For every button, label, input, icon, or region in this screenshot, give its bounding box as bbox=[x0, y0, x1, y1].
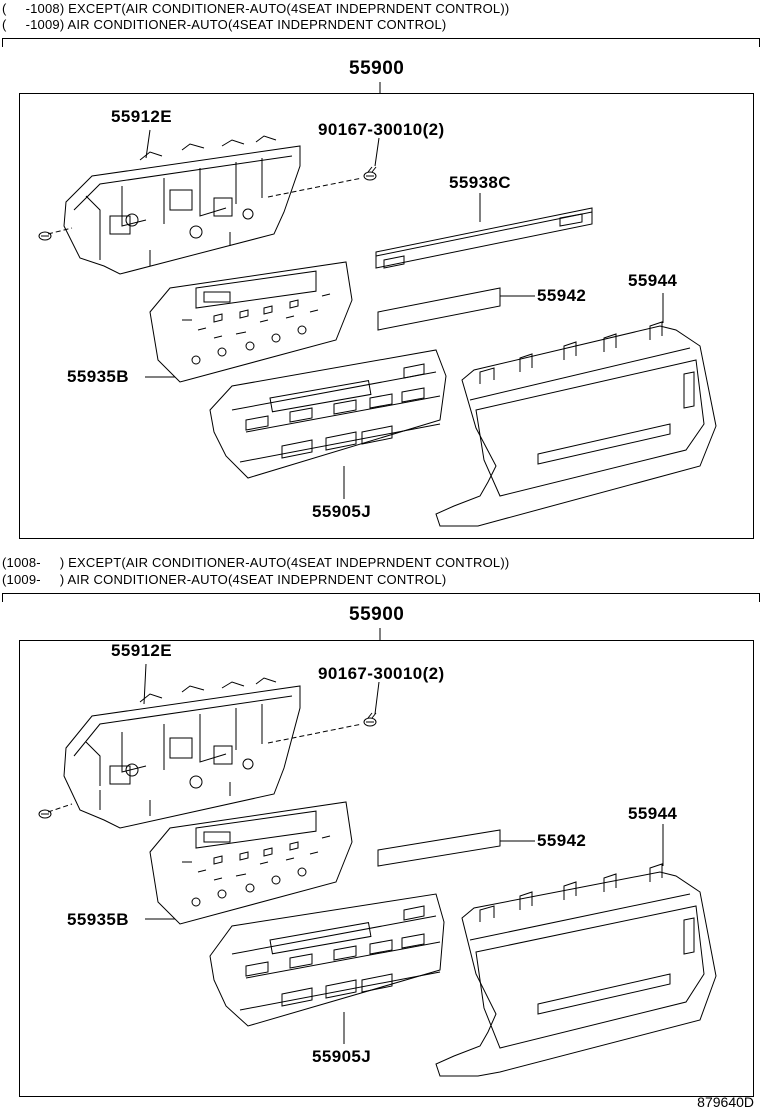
section1-part-55935b[interactable]: 55935B bbox=[67, 367, 129, 386]
control-unit-shape bbox=[210, 894, 444, 1026]
section1-part-55905j[interactable]: 55905J bbox=[312, 502, 372, 521]
housing-shape bbox=[436, 322, 716, 526]
screw-icon bbox=[364, 167, 376, 180]
section1-part-screw[interactable]: 90167-30010(2) bbox=[318, 120, 445, 139]
section2-header-line1: (1008- ) EXCEPT(AIR CONDITIONER-AUTO(4SE… bbox=[2, 555, 510, 570]
section2-assembly-number[interactable]: 55900 bbox=[349, 604, 405, 625]
panel-cover-shape bbox=[376, 208, 592, 268]
screw-icon bbox=[364, 713, 376, 726]
section1-part-55942[interactable]: 55942 bbox=[537, 286, 587, 305]
section2-part-55942[interactable]: 55942 bbox=[537, 831, 587, 850]
screw-axis bbox=[268, 178, 362, 197]
diagram-reference-number: 879640D bbox=[697, 1094, 754, 1110]
leader-55912e bbox=[146, 130, 150, 158]
section2-part-55912e[interactable]: 55912E bbox=[111, 641, 173, 660]
circuit-board-shape bbox=[150, 802, 352, 924]
section1-assembly-number[interactable]: 55900 bbox=[349, 58, 405, 79]
section2-part-55935b[interactable]: 55935B bbox=[67, 910, 129, 929]
section1-part-55944[interactable]: 55944 bbox=[628, 271, 678, 290]
section1-exploded-view bbox=[0, 0, 760, 556]
section2-part-55905j[interactable]: 55905J bbox=[312, 1047, 372, 1066]
leader-55912e bbox=[144, 664, 146, 704]
section1-header-line1: ( -1008) EXCEPT(AIR CONDITIONER-AUTO(4SE… bbox=[2, 1, 510, 16]
screw-axis-left bbox=[48, 228, 72, 234]
circuit-board-shape bbox=[150, 262, 352, 382]
frame-bracket-shape bbox=[64, 678, 300, 828]
section1-header-line2: ( -1009) AIR CONDITIONER-AUTO(4SEAT INDE… bbox=[2, 17, 447, 32]
section2-header-line2: (1009- ) AIR CONDITIONER-AUTO(4SEAT INDE… bbox=[2, 572, 447, 587]
control-unit-shape bbox=[210, 350, 446, 478]
screw-icon bbox=[39, 232, 51, 240]
frame-bracket-shape bbox=[64, 136, 300, 274]
section1-part-55938c[interactable]: 55938C bbox=[449, 173, 511, 192]
leader-screw bbox=[375, 682, 379, 714]
section2-part-55944[interactable]: 55944 bbox=[628, 804, 678, 823]
screw-axis-left bbox=[48, 804, 72, 812]
section1-frame bbox=[19, 93, 754, 539]
strip-shape bbox=[378, 830, 500, 866]
section2-frame bbox=[19, 640, 754, 1097]
housing-shape bbox=[436, 864, 716, 1076]
strip-shape bbox=[378, 288, 500, 330]
section1-part-55912e[interactable]: 55912E bbox=[111, 107, 173, 126]
section2-exploded-view bbox=[0, 546, 760, 1102]
leader-screw bbox=[375, 138, 379, 166]
screw-axis bbox=[268, 724, 362, 743]
section2-part-screw[interactable]: 90167-30010(2) bbox=[318, 664, 445, 683]
screw-icon bbox=[39, 810, 51, 818]
